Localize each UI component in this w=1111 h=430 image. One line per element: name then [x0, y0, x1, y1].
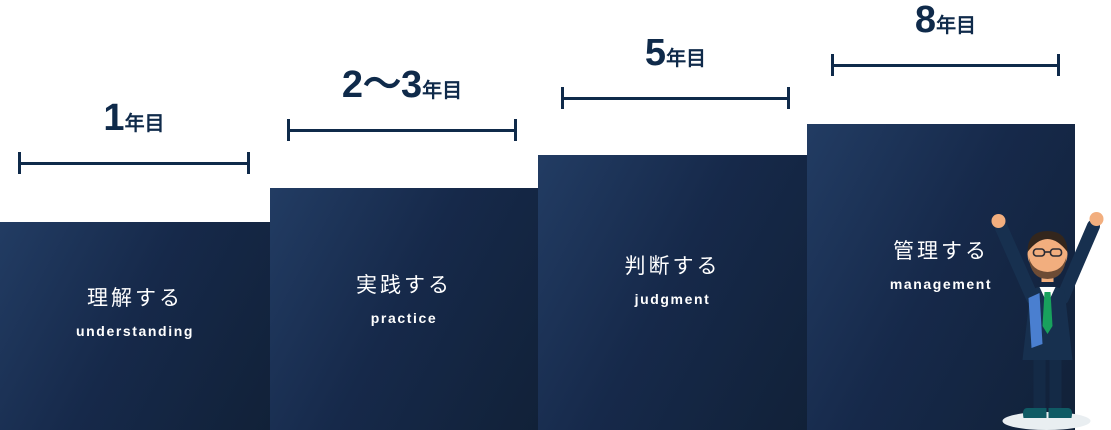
year-label-4: 8年目	[915, 0, 976, 48]
year-label-2: 2〜3年目	[342, 65, 462, 113]
year-label-1: 1年目	[103, 98, 164, 146]
step-block-understanding: 理解する understanding	[0, 222, 270, 430]
bracket-line	[831, 63, 1060, 67]
year-bracket-group-1: 1年目	[18, 98, 250, 174]
person-head	[1027, 231, 1068, 282]
year-number: 5	[644, 32, 667, 74]
person-body-suit	[1022, 286, 1073, 360]
year-number: 1	[103, 97, 125, 139]
step-label-ja: 管理する	[893, 240, 989, 263]
step-label-ja: 理解する	[87, 287, 183, 310]
step-label-en: understanding	[75, 323, 195, 339]
year-number: 8	[914, 0, 937, 41]
bracket-line	[561, 96, 790, 100]
dimension-bracket-3	[561, 87, 790, 109]
step-label-ja: 判断する	[624, 255, 721, 278]
step-block-practice: 実践する practice	[270, 188, 538, 430]
dimension-bracket-2	[287, 119, 517, 141]
step-label-en: judgment	[634, 291, 711, 307]
step-label-en: practice	[370, 310, 438, 326]
year-label-3: 5年目	[645, 33, 706, 81]
step-label-en: management	[889, 276, 993, 292]
step-label-ja: 実践する	[356, 274, 452, 297]
person-arms-raised	[991, 212, 1104, 305]
year-suffix: 年目	[936, 15, 977, 37]
bracket-line	[287, 128, 517, 132]
year-suffix: 年目	[124, 113, 165, 135]
year-bracket-group-3: 5年目	[561, 33, 790, 109]
year-suffix: 年目	[666, 48, 707, 70]
step-block-judgment: 判断する judgment	[538, 155, 807, 430]
dimension-bracket-4	[831, 54, 1060, 76]
celebrating-person-illustration	[991, 212, 1104, 430]
person-legs	[1023, 352, 1072, 418]
year-bracket-group-2: 2〜3年目	[287, 65, 517, 141]
step-block-management: 管理する management	[807, 124, 1075, 430]
year-suffix: 年目	[422, 80, 463, 102]
year-bracket-group-4: 8年目	[831, 0, 1060, 76]
dimension-bracket-1	[18, 152, 250, 174]
year-number: 2〜3	[341, 64, 423, 106]
bracket-line	[18, 161, 250, 165]
